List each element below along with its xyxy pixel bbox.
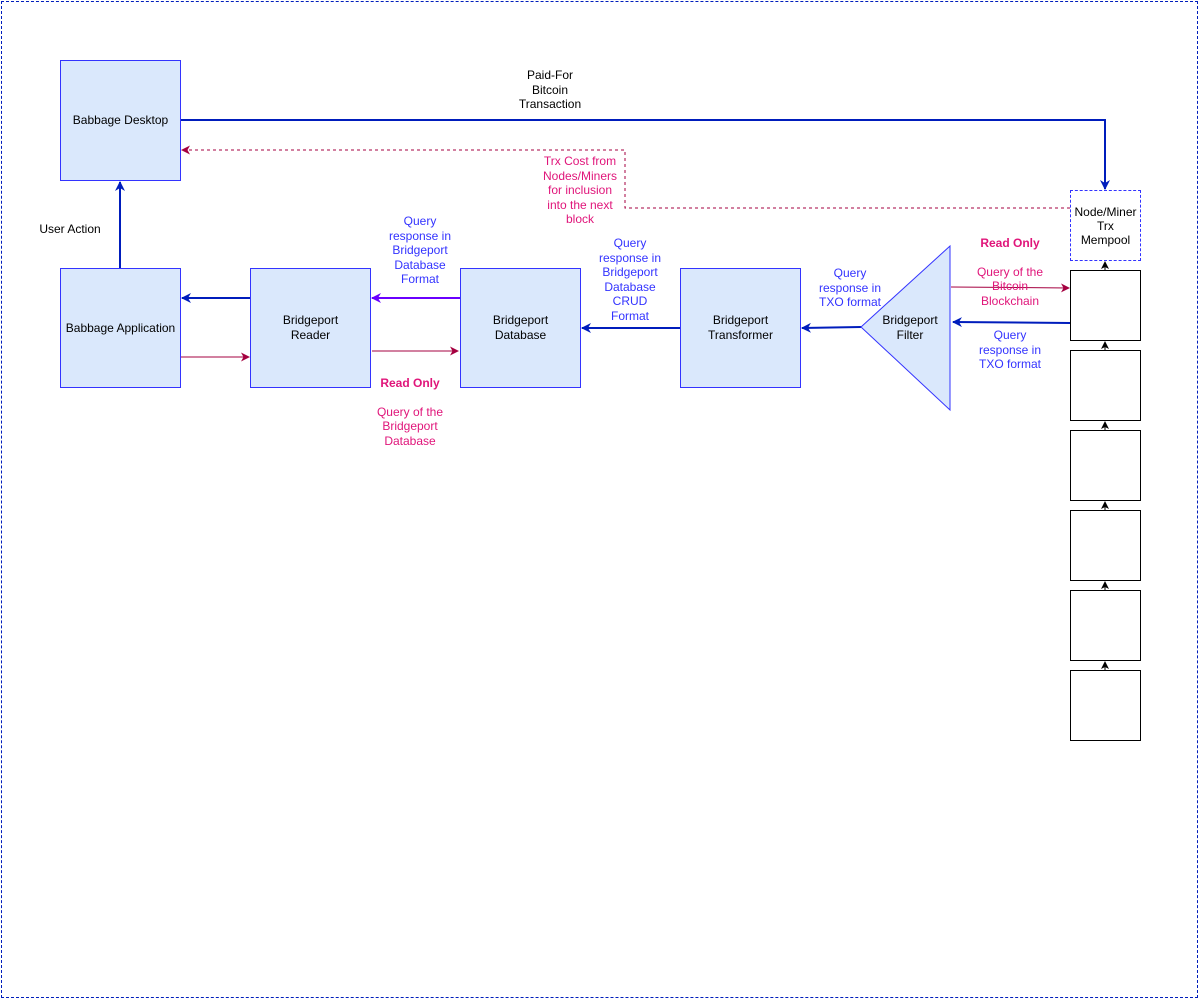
blockchain-block[interactable] — [1070, 430, 1141, 501]
bridgeport-transformer-label: Bridgeport Transformer — [708, 313, 773, 342]
blockchain-block[interactable] — [1070, 510, 1141, 581]
bridgeport-reader-label: Bridgeport Reader — [282, 313, 339, 342]
bitcoin-read-only-text: Query of the Bitcoin Blockchain — [976, 264, 1044, 308]
database-query-response-label: Query response in Bridgeport Database CR… — [598, 236, 662, 323]
database-read-only-heading: Read Only — [380, 375, 440, 390]
bridgeport-transformer-node[interactable]: Bridgeport Transformer — [680, 268, 801, 388]
blockchain-query-response-label: Query response in TXO format — [978, 328, 1042, 371]
database-read-only-text: Query of the Bridgeport Database — [376, 404, 444, 448]
filter-to-transformer-connector — [801, 322, 862, 333]
transformer-query-response-label: Query response in TXO format — [818, 266, 882, 309]
bitcoin-read-only-heading: Read Only — [980, 235, 1040, 250]
node-miner-mempool[interactable]: Node/Miner Trx Mempool — [1070, 190, 1141, 261]
paid-for-transaction-label: Paid-For Bitcoin Transaction — [518, 68, 582, 111]
user-action-label: User Action — [39, 222, 101, 236]
blockchain-block[interactable] — [1070, 270, 1141, 341]
bridgeport-reader-node[interactable]: Bridgeport Reader — [250, 268, 371, 388]
babbage-desktop-node[interactable]: Babbage Desktop — [60, 60, 181, 181]
bridgeport-database-node[interactable]: Bridgeport Database — [460, 268, 581, 388]
bridgeport-database-label: Bridgeport Database — [492, 313, 549, 342]
database-read-only-label: Read Only Query of the Bridgeport Databa… — [360, 361, 460, 448]
paid-transaction-connector — [181, 119, 1110, 190]
blockchain-block[interactable] — [1070, 590, 1141, 661]
mempool-label: Node/Miner Trx Mempool — [1074, 204, 1137, 247]
babbage-application-label: Babbage Application — [65, 320, 176, 335]
blockchain-block[interactable] — [1070, 350, 1141, 421]
filter-to-blockchain-connector — [950, 283, 1070, 293]
bitcoin-read-only-label: Read Only Query of the Bitcoin Blockchai… — [960, 221, 1060, 308]
trx-cost-connector — [181, 145, 1070, 209]
reader-query-response-label: Query response in Bridgeport Database Fo… — [388, 214, 452, 286]
babbage-desktop-label: Babbage Desktop — [72, 113, 169, 127]
trx-cost-label: Trx Cost from Nodes/Miners for inclusion… — [542, 154, 618, 226]
bridgeport-filter-label: Bridgeport Filter — [882, 313, 938, 342]
babbage-application-node[interactable]: Babbage Application — [60, 268, 181, 388]
blockchain-to-filter-connector — [952, 317, 1071, 328]
blockchain-block[interactable] — [1070, 670, 1141, 741]
bridgeport-filter-shape — [860, 244, 951, 412]
